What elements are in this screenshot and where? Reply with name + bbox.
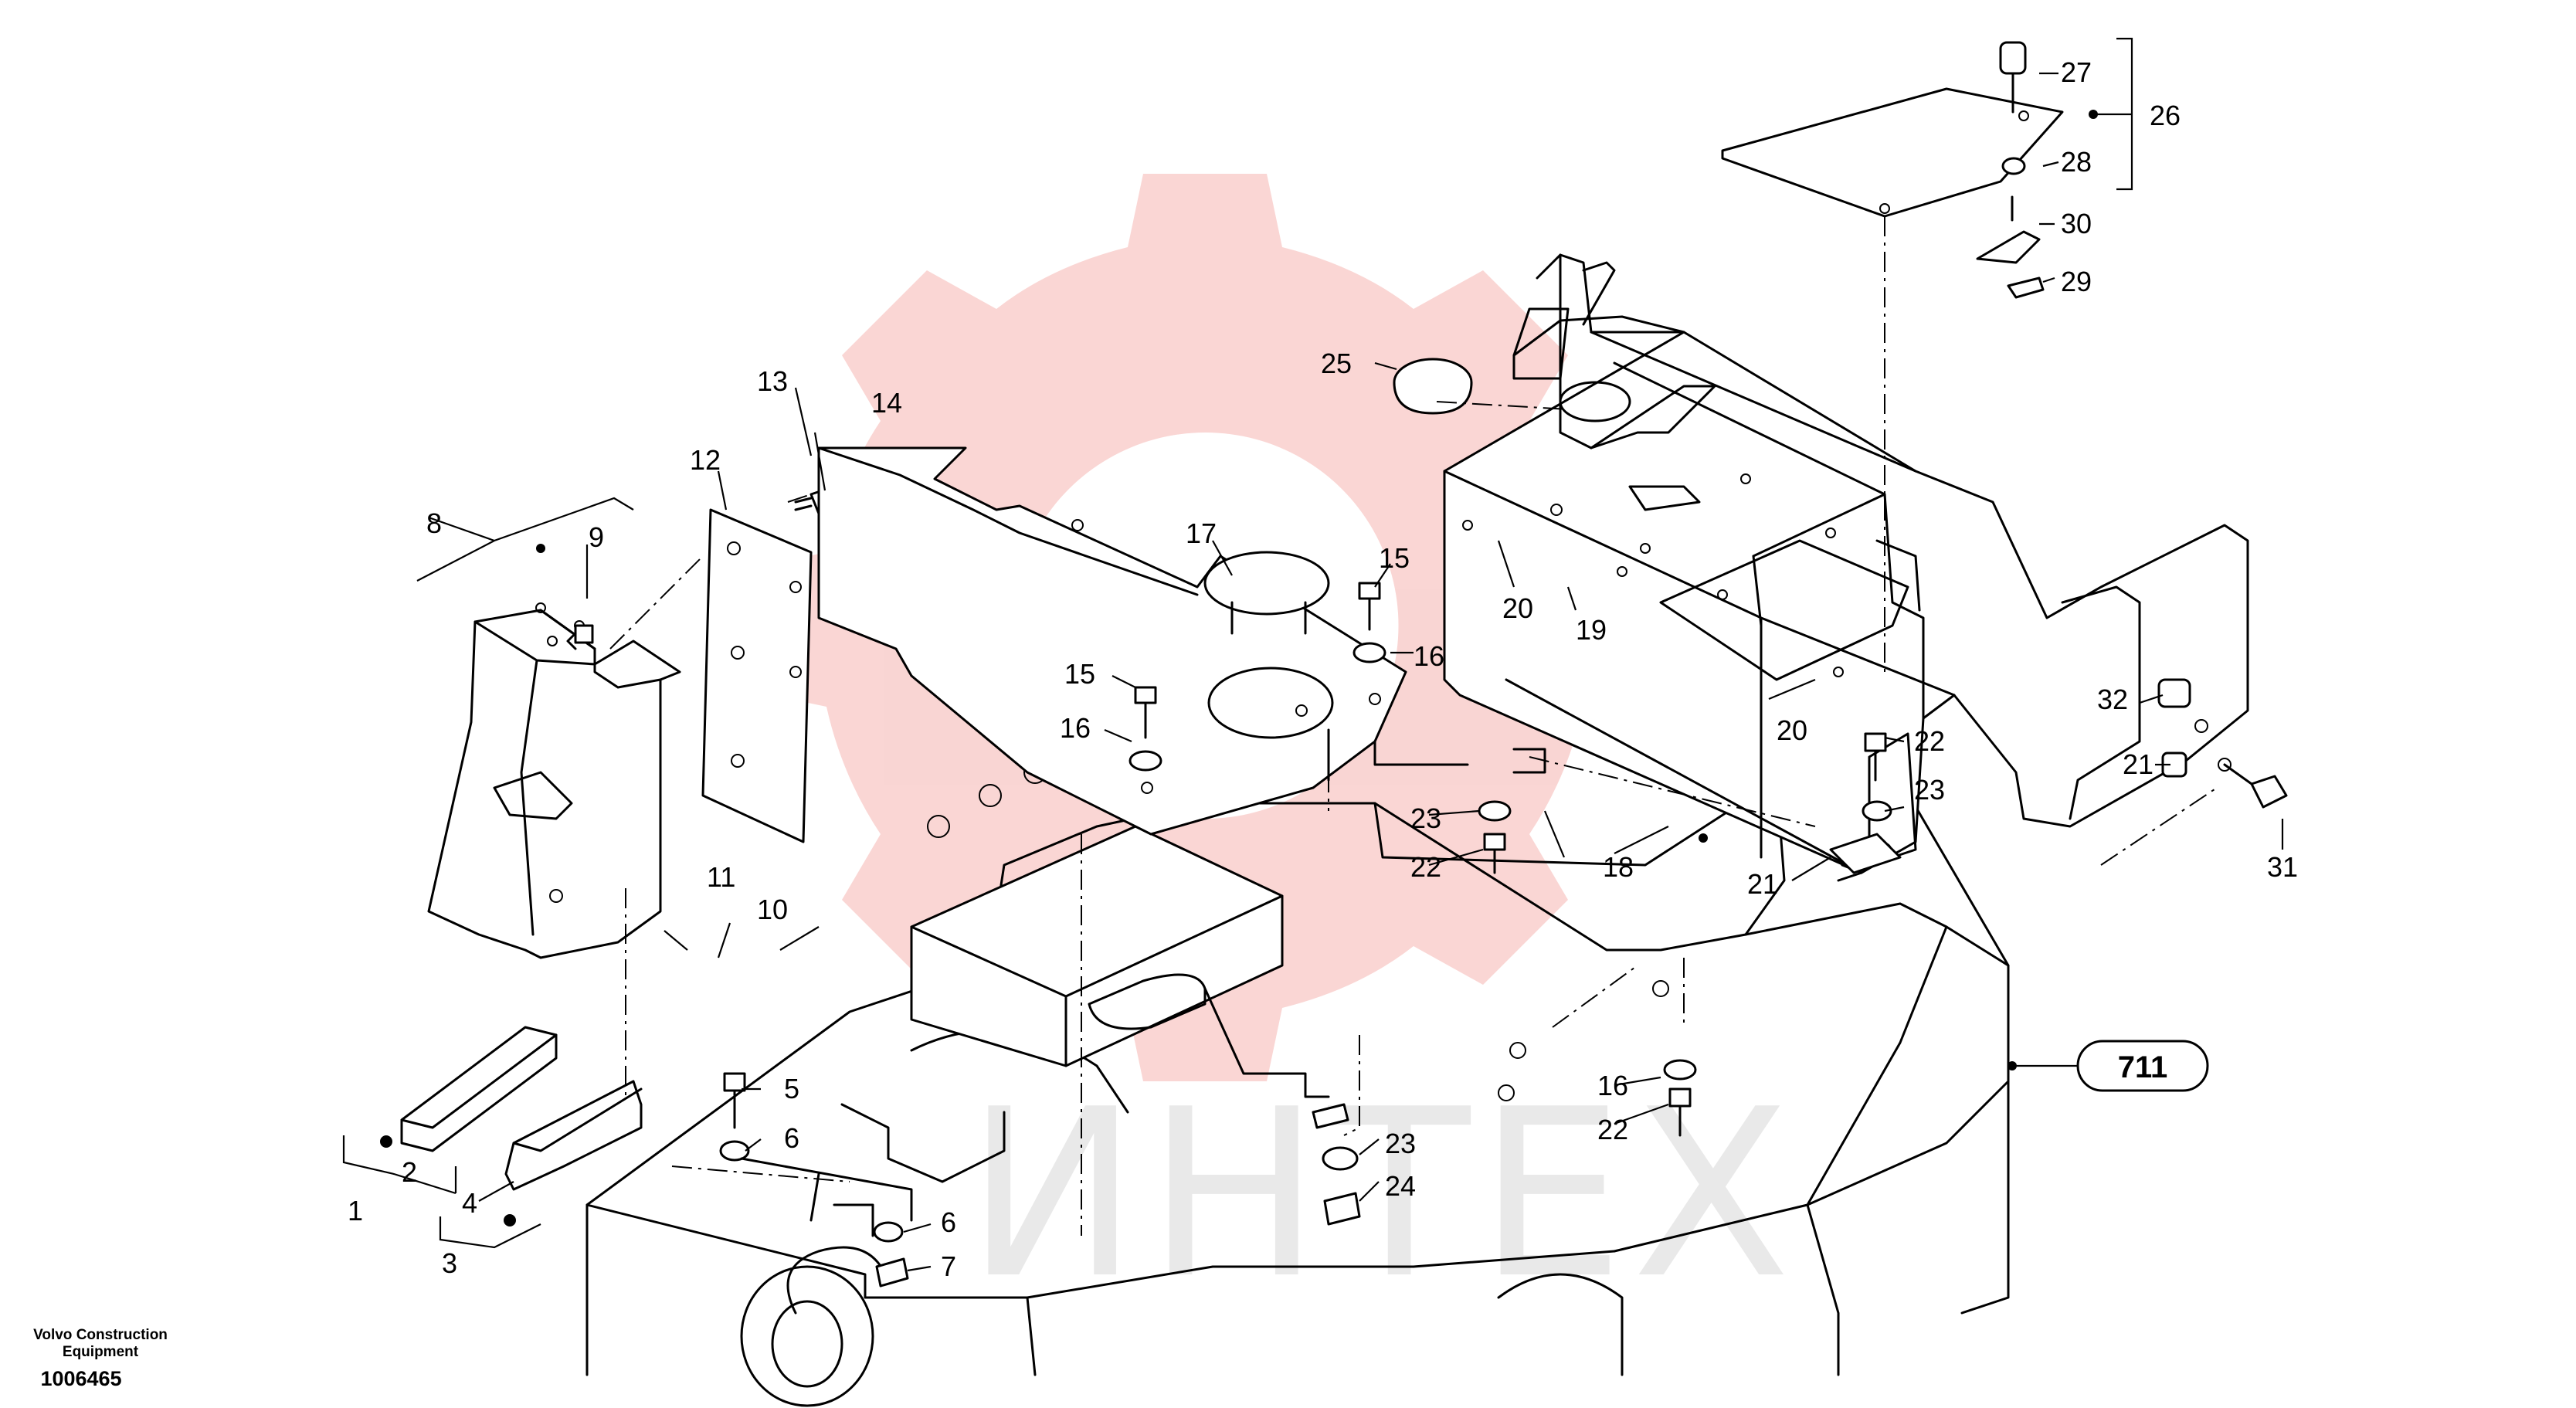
callout-26: 26 [2150,100,2181,131]
callout-1: 1 [348,1195,363,1226]
leader-lines [342,37,2284,1272]
side-bracket-assembly [427,602,681,959]
callout-10: 10 [757,894,788,925]
callout-16c: 16 [1597,1070,1628,1101]
callout-22a: 22 [1914,725,1945,757]
lower-brackets [380,1026,913,1288]
callout-16b: 16 [1060,712,1091,744]
service-lid [1721,87,2064,218]
assembly-lines [609,216,2218,1236]
callout-8: 8 [426,507,442,539]
callout-6b: 6 [941,1206,956,1238]
callout-20a: 20 [1502,592,1533,624]
callout-18: 18 [1603,851,1634,883]
drawing-number: 1006465 [40,1367,122,1390]
callout-22b: 22 [1410,851,1441,883]
callout-20b: 20 [1777,714,1807,746]
callout-11: 11 [707,861,735,893]
reference-label: 711 [2118,1050,2168,1084]
callout-2: 2 [402,1156,417,1188]
vertical-plate [701,508,813,843]
callout-15a: 15 [1379,542,1410,574]
lower-right-hardware [1312,1059,1697,1226]
latch-parts [1976,41,2288,809]
callout-30: 30 [2061,208,2092,239]
callouts: 1 2 3 4 5 6 6 7 8 9 10 11 12 13 14 15 15… [348,56,2298,1282]
callout-22c: 22 [1597,1114,1628,1145]
callout-15b: 15 [1064,658,1095,690]
callout-23b: 23 [1410,802,1441,834]
callout-17: 17 [1186,517,1217,549]
reference-711[interactable]: 711 [2076,1040,2209,1092]
callout-5: 5 [784,1073,799,1104]
engine-cover [1443,253,2249,882]
callout-32: 32 [2097,684,2128,715]
callout-29: 29 [2061,266,2092,297]
callout-24: 24 [1385,1170,1416,1202]
callout-3: 3 [442,1247,457,1279]
tool-tray [910,825,1330,1098]
footer-company: Volvo Construction Equipment [33,1327,168,1360]
callout-25: 25 [1321,348,1352,379]
callout-4: 4 [462,1187,477,1219]
callout-21b: 21 [2123,748,2153,780]
hardware-right [1373,732,1902,874]
callout-27: 27 [2061,56,2092,88]
callout-23c: 23 [1385,1128,1416,1159]
callout-16a: 16 [1414,640,1444,672]
callout-7: 7 [941,1250,956,1282]
callout-14: 14 [871,387,902,419]
callout-9: 9 [589,521,604,553]
floor-plate [817,446,1407,836]
callout-23a: 23 [1914,774,1945,806]
callout-31: 31 [2267,851,2298,883]
callout-6a: 6 [784,1122,799,1154]
filler-cap [1393,358,1473,415]
callout-28: 28 [2061,146,2092,178]
callout-12: 12 [690,444,721,476]
callout-19: 19 [1576,614,1607,646]
callout-21a: 21 [1747,868,1778,900]
callout-13: 13 [757,365,788,397]
